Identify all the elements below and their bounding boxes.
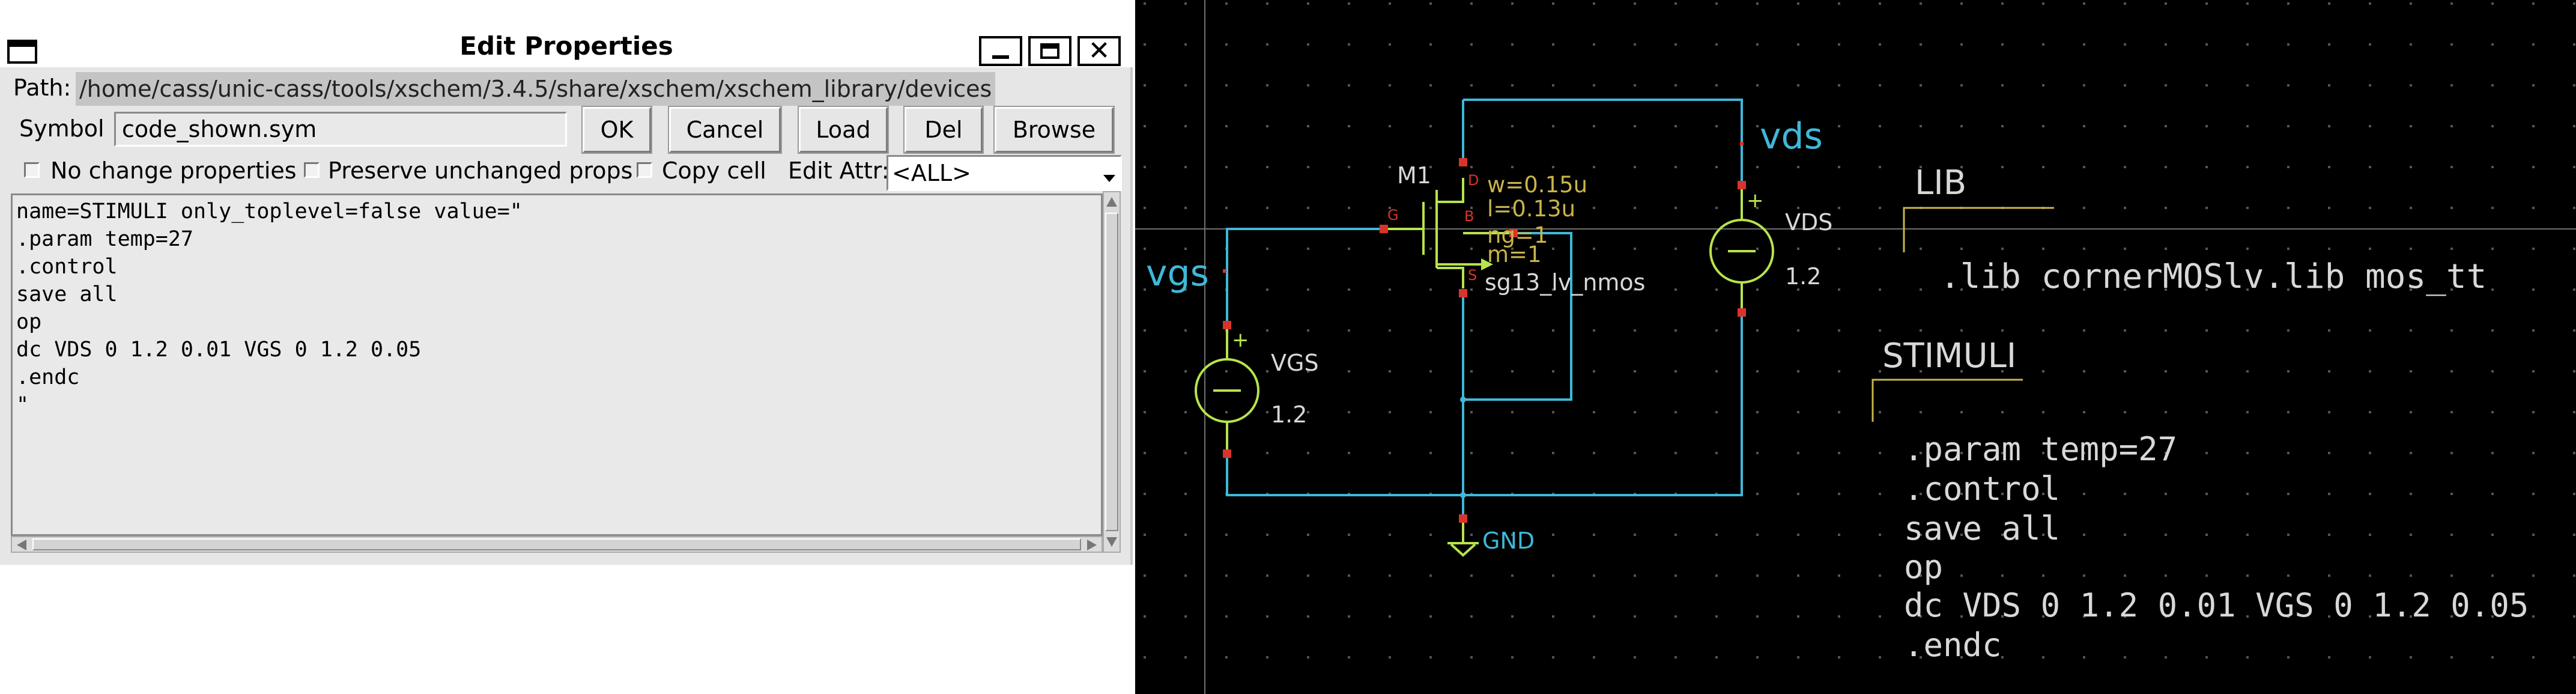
pin-d-label: D — [1468, 172, 1479, 189]
edit-attr-value: <ALL> — [892, 160, 972, 186]
horizontal-scroll-thumb[interactable] — [32, 538, 1081, 550]
source-arrow-icon — [1481, 258, 1493, 270]
vds-source-name: VDS — [1785, 209, 1833, 236]
code-block-markers — [1871, 207, 2054, 422]
edit-properties-dialog: Edit Properties ✕ Path: /home/cass/unic-… — [0, 0, 1133, 565]
dialog-title: Edit Properties — [459, 31, 673, 61]
vds-net-label[interactable]: vds — [1760, 115, 1823, 157]
path-label: Path: — [13, 75, 71, 101]
stimuli-line[interactable]: dc VDS 0 1.2 0.01 VGS 0 1.2 0.05 — [1904, 586, 2529, 624]
vds-plus-icon: + — [1747, 189, 1764, 213]
schematic-canvas[interactable]: vgs vds GND M1 w=0.15u l=0.13u ng=1 m=1 … — [1135, 0, 2576, 694]
grid-dots — [1135, 0, 2576, 694]
title-bar[interactable]: Edit Properties ✕ — [0, 0, 1133, 67]
no-change-label: No change properties — [50, 157, 297, 184]
length-param: l=0.13u — [1487, 196, 1576, 222]
scroll-left-icon[interactable] — [17, 540, 26, 550]
scroll-right-icon[interactable] — [1087, 540, 1097, 550]
vertical-scroll-thumb[interactable] — [1105, 213, 1118, 531]
m-param: m=1 — [1487, 242, 1542, 267]
edit-attr-select[interactable]: <ALL> — [886, 155, 1122, 191]
properties-text-area[interactable]: name=STIMULI only_toplevel=false value="… — [11, 193, 1103, 536]
symbol-input[interactable] — [114, 112, 567, 147]
stimuli-line[interactable]: .control — [1904, 470, 2061, 508]
pin-g-label: G — [1387, 207, 1399, 224]
load-button[interactable]: Load — [798, 106, 889, 154]
window-icon[interactable] — [7, 40, 37, 64]
stimuli-block-title[interactable]: STIMULI — [1882, 336, 2017, 376]
copy-cell-checkbox[interactable] — [637, 162, 652, 178]
stimuli-line[interactable]: op — [1904, 548, 1944, 586]
junctions — [1460, 397, 1466, 498]
vgs-source-name: VGS — [1271, 350, 1319, 376]
width-param: w=0.15u — [1487, 172, 1588, 198]
symbol-label: Symbol — [19, 115, 105, 142]
lib-block-title[interactable]: LIB — [1915, 163, 1967, 202]
dropdown-arrow-icon[interactable] — [1103, 175, 1115, 182]
close-icon: ✕ — [1088, 35, 1111, 66]
path-value[interactable]: /home/cass/unic-cass/tools/xschem/3.4.5/… — [76, 72, 996, 106]
maximize-button[interactable] — [1028, 36, 1071, 66]
preserve-checkbox[interactable] — [304, 162, 320, 178]
stimuli-line[interactable]: save all — [1904, 510, 2061, 547]
del-button[interactable]: Del — [903, 106, 984, 154]
ok-button[interactable]: OK — [581, 106, 652, 154]
vds-source-value: 1.2 — [1785, 263, 1822, 290]
wires[interactable] — [1226, 99, 1743, 520]
browse-button[interactable]: Browse — [993, 106, 1115, 154]
scroll-up-icon[interactable] — [1106, 197, 1117, 207]
stimuli-line[interactable]: .param temp=27 — [1904, 430, 2178, 468]
nmos-m1-symbol[interactable] — [1387, 178, 1514, 288]
schematic-drawing — [1135, 0, 2576, 694]
m1-label: M1 — [1397, 162, 1431, 189]
scroll-down-icon[interactable] — [1106, 537, 1117, 547]
pin-s-label: S — [1468, 267, 1477, 284]
edit-attr-label: Edit Attr: — [788, 157, 889, 184]
pin-markers — [1223, 142, 1746, 523]
vds-source-symbol[interactable] — [1709, 189, 1774, 311]
vgs-source-symbol[interactable] — [1195, 329, 1259, 452]
vgs-source-value: 1.2 — [1271, 401, 1308, 428]
vgs-net-label[interactable]: vgs — [1146, 252, 1209, 294]
model-label: sg13_lv_nmos — [1485, 269, 1646, 296]
horizontal-scrollbar[interactable] — [11, 536, 1103, 553]
cancel-button[interactable]: Cancel — [668, 106, 782, 154]
minimize-button[interactable] — [979, 36, 1022, 66]
gnd-symbol[interactable] — [1447, 520, 1479, 557]
preserve-label: Preserve unchanged props — [328, 157, 633, 184]
vertical-scrollbar[interactable] — [1103, 191, 1121, 553]
ng-param: ng=1 — [1487, 222, 1548, 248]
stimuli-line[interactable]: .endc — [1904, 626, 2002, 664]
lib-block-text[interactable]: .lib cornerMOSlv.lib mos_tt — [1940, 257, 2487, 296]
pin-b-label: B — [1464, 208, 1474, 225]
no-change-checkbox[interactable] — [24, 162, 40, 178]
gnd-label[interactable]: GND — [1482, 528, 1535, 554]
copy-cell-label: Copy cell — [662, 157, 766, 184]
close-button[interactable]: ✕ — [1077, 36, 1121, 66]
vgs-plus-icon: + — [1232, 328, 1249, 352]
